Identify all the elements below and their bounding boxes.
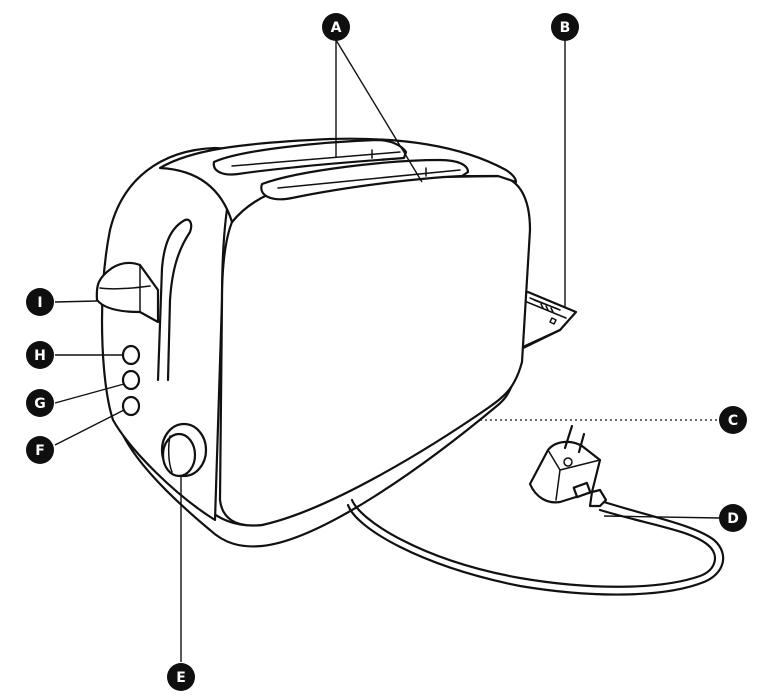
- callout-d-label: D: [727, 511, 739, 527]
- callout-i-label: I: [37, 295, 42, 311]
- control-buttons: [121, 344, 141, 417]
- callout-d: D: [719, 504, 747, 532]
- power-cord: [346, 498, 725, 596]
- browning-dial: [160, 422, 208, 478]
- callout-c: C: [719, 406, 747, 434]
- callout-i: I: [26, 288, 54, 316]
- callout-c-label: C: [728, 413, 738, 429]
- callout-g: G: [26, 389, 54, 417]
- button-h: [121, 344, 141, 366]
- callout-b-label: B: [560, 20, 571, 36]
- callout-b: B: [551, 13, 579, 41]
- toaster-body: [100, 137, 532, 548]
- power-plug: [528, 424, 608, 508]
- leader-lines: [54, 39, 721, 662]
- callout-a: A: [322, 13, 350, 41]
- lever-handle: [95, 261, 160, 324]
- callout-e-label: E: [176, 670, 186, 686]
- button-g: [121, 369, 141, 391]
- button-f: [121, 395, 141, 417]
- callout-f: F: [26, 436, 54, 464]
- callout-h: H: [26, 341, 54, 369]
- callout-f-label: F: [35, 443, 45, 459]
- callout-a-label: A: [331, 20, 342, 36]
- callout-g-label: G: [34, 396, 46, 412]
- callout-h-label: H: [34, 348, 46, 364]
- callout-e: E: [167, 663, 195, 691]
